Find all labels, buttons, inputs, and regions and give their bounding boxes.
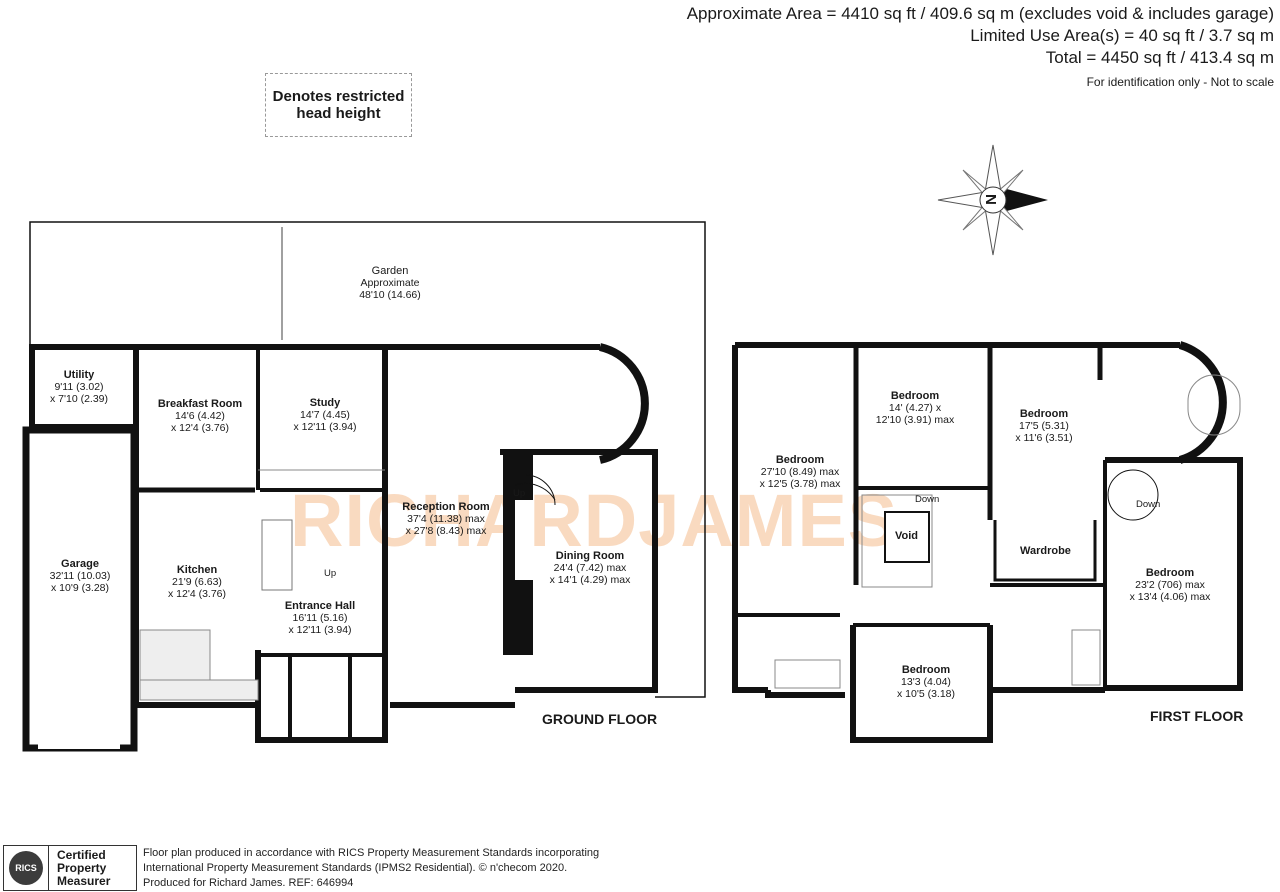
- rics-logo-icon: RICS: [4, 846, 48, 890]
- room-garage: Garage 32'11 (10.03) x 10'9 (3.28): [50, 558, 111, 594]
- legend-line-2: head height: [296, 105, 381, 122]
- room-dim-1: 27'10 (8.49) max: [760, 466, 840, 478]
- legend-line-1: Denotes restricted: [272, 88, 405, 105]
- room-name: Garden: [371, 265, 409, 277]
- room-dim-2: x 10'5 (3.18): [896, 688, 956, 700]
- room-dim-2: x 14'1 (4.29) max: [549, 574, 631, 586]
- ground-floor-plan: [22, 221, 706, 752]
- watermark: RICHARDJAMES: [290, 479, 899, 562]
- void-label: Void: [895, 530, 919, 542]
- room-utility: Utility 9'11 (3.02) x 7'10 (2.39): [50, 369, 108, 405]
- certified-measurer: Certified Property Measurer: [48, 846, 110, 890]
- room-dim-2: x 12'11 (3.94): [288, 624, 352, 636]
- rics-logo-text: RICS: [9, 851, 43, 885]
- room-dim-2: x 12'4 (3.76): [170, 422, 230, 434]
- wardrobe-label: Wardrobe: [1020, 545, 1071, 557]
- room-name: Garage: [61, 558, 99, 570]
- compass-letter: N: [982, 194, 1000, 205]
- room-breakfast: Breakfast Room 14'6 (4.42) x 12'4 (3.76): [158, 398, 242, 434]
- room-dim-1: 37'4 (11.38) max: [407, 513, 485, 525]
- room-dim-2: x 13'4 (4.06) max: [1129, 591, 1211, 603]
- room-name: Bedroom: [775, 454, 825, 466]
- room-dim-2: x 11'6 (3.51): [1015, 432, 1073, 444]
- first-floor-plan: [732, 341, 1243, 743]
- ground-floor-label: GROUND FLOOR: [542, 711, 658, 727]
- footer-line-1: Floor plan produced in accordance with R…: [143, 847, 600, 859]
- room-dim-1: 14' (4.27) x: [888, 402, 942, 414]
- room-dim-1: 32'11 (10.03): [49, 570, 111, 582]
- room-dim-1: 14'7 (4.45): [300, 409, 350, 421]
- room-dim-1: 23'2 (706) max: [1135, 579, 1205, 591]
- restricted-height-legend: Denotes restricted head height: [265, 73, 412, 137]
- room-bedroom-1: Bedroom 27'10 (8.49) max x 12'5 (3.78) m…: [760, 454, 841, 490]
- cert-line-2: Property: [57, 861, 107, 875]
- room-kitchen: Kitchen 21'9 (6.63) x 12'4 (3.76): [168, 564, 226, 600]
- room-garden: Garden Approximate 48'10 (14.66): [359, 265, 421, 301]
- room-name: Utility: [63, 369, 95, 381]
- room-dining: Dining Room 24'4 (7.42) max x 14'1 (4.29…: [550, 550, 631, 586]
- room-dim-2: x 7'10 (2.39): [49, 393, 109, 405]
- room-dim-2: x 12'5 (3.78) max: [759, 478, 841, 490]
- room-name: Breakfast Room: [157, 398, 243, 410]
- room-bedroom-3: Bedroom 17'5 (5.31) x 11'6 (3.51): [1015, 408, 1072, 444]
- room-name: Study: [309, 397, 341, 409]
- room-dim-1: Approximate: [360, 277, 420, 289]
- room-entrance-hall: Entrance Hall 16'11 (5.16) x 12'11 (3.94…: [285, 600, 355, 636]
- rics-badge: RICS Certified Property Measurer: [3, 845, 137, 891]
- room-name: Bedroom: [1145, 567, 1195, 579]
- room-name: Dining Room: [555, 550, 625, 562]
- spiral-down-label: Down: [1136, 499, 1161, 510]
- room-dim-2: x 12'11 (3.94): [293, 421, 357, 433]
- room-study: Study 14'7 (4.45) x 12'11 (3.94): [293, 397, 356, 433]
- footer-text: Floor plan produced in accordance with R…: [143, 846, 599, 891]
- room-name: Bedroom: [1019, 408, 1069, 420]
- room-dim-1: 9'11 (3.02): [54, 381, 104, 393]
- spiral-up-label: Up: [513, 488, 526, 499]
- stair-down-label: Down: [915, 494, 940, 505]
- room-name: Reception Room: [402, 501, 490, 513]
- room-dim-2: x 27'8 (8.43) max: [405, 525, 487, 537]
- total-area: Total = 4450 sq ft / 413.4 sq m: [1045, 48, 1274, 67]
- room-name: Kitchen: [176, 564, 218, 576]
- scale-note: For identification only - Not to scale: [1086, 75, 1274, 89]
- room-dim-1: 14'6 (4.42): [175, 410, 225, 422]
- compass-icon: [937, 144, 1048, 256]
- room-dim-2: x 12'4 (3.76): [167, 588, 227, 600]
- cert-line-1: Certified: [57, 848, 106, 862]
- first-floor-label: FIRST FLOOR: [1150, 708, 1244, 724]
- room-dim-1: 17'5 (5.31): [1019, 420, 1069, 432]
- room-bedroom-2: Bedroom 14' (4.27) x 12'10 (3.91) max: [876, 390, 954, 426]
- room-bedroom-4: Bedroom 23'2 (706) max x 13'4 (4.06) max: [1130, 567, 1211, 603]
- room-reception: Reception Room 37'4 (11.38) max x 27'8 (…: [402, 501, 489, 537]
- limited-use-area: Limited Use Area(s) = 40 sq ft / 3.7 sq …: [970, 26, 1274, 45]
- room-dim-2: 12'10 (3.91) max: [875, 414, 955, 426]
- approximate-area: Approximate Area = 4410 sq ft / 409.6 sq…: [686, 4, 1274, 23]
- area-summary: Approximate Area = 4410 sq ft / 409.6 sq…: [687, 3, 1274, 91]
- room-dim-1: 13'3 (4.04): [901, 676, 951, 688]
- stair-up-label: Up: [324, 568, 337, 579]
- cert-line-3: Measurer: [57, 874, 111, 888]
- room-dim-1: 24'4 (7.42) max: [553, 562, 627, 574]
- room-name: Bedroom: [901, 664, 951, 676]
- room-dim-2: 48'10 (14.66): [359, 289, 421, 301]
- room-dim-2: x 10'9 (3.28): [50, 582, 110, 594]
- room-name: Entrance Hall: [284, 600, 356, 612]
- room-dim-1: 16'11 (5.16): [292, 612, 348, 624]
- room-dim-1: 21'9 (6.63): [172, 576, 222, 588]
- footer-line-3: Produced for Richard James. REF: 646994: [143, 877, 354, 889]
- room-bedroom-5: Bedroom 13'3 (4.04) x 10'5 (3.18): [897, 664, 955, 700]
- room-name: Bedroom: [890, 390, 940, 402]
- footer-line-2: International Property Measurement Stand…: [143, 862, 568, 874]
